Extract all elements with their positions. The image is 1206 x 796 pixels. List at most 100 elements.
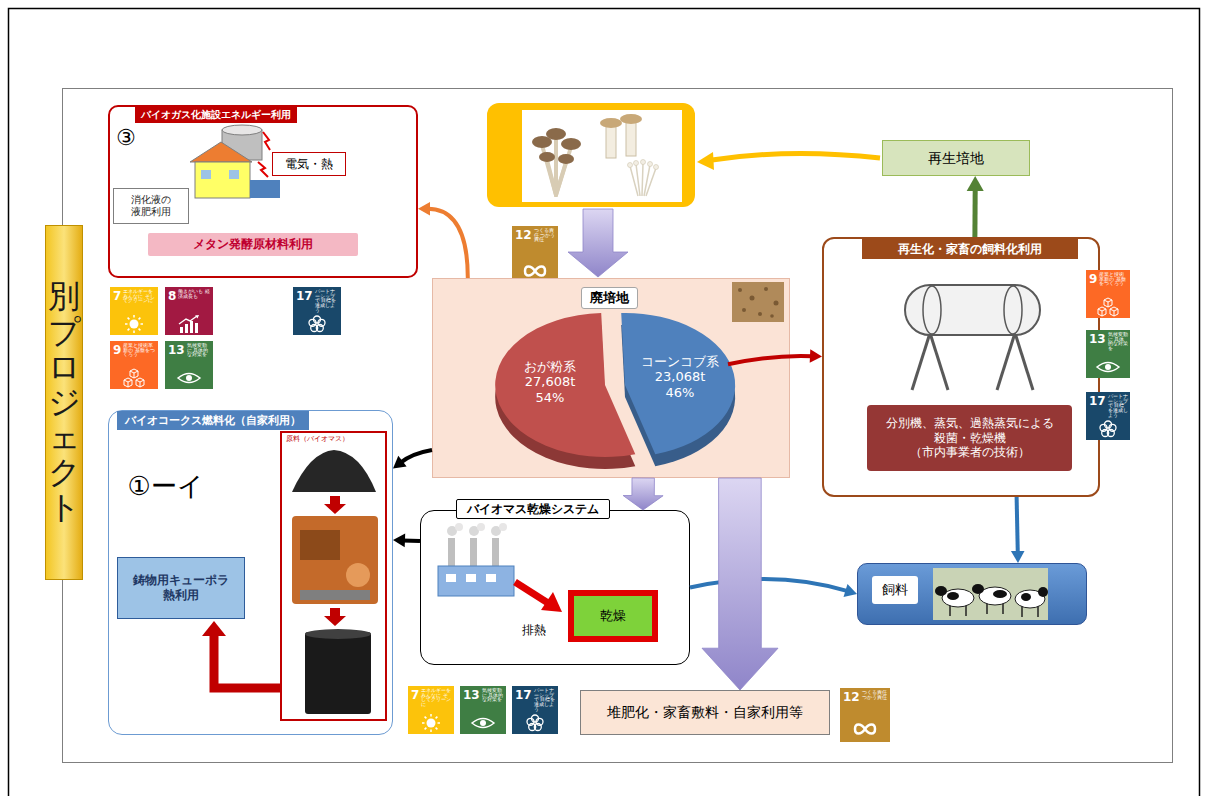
sdg-icon: 13気候変動に 具体的な対策を [1086, 330, 1130, 378]
sdg-emblems [124, 267, 1119, 734]
sawdust-photo [758, 312, 762, 316]
goal-number: 12 [515, 229, 532, 241]
goal-caption: パートナーシップで 目標を達成しよう [534, 689, 556, 713]
drying-machine [1015, 333, 1033, 390]
connector [967, 176, 984, 237]
goal-caption: パートナーシップで 目標を達成しよう [1108, 395, 1128, 419]
sdg-icon: 13気候変動に 具体的な対策を [460, 686, 506, 734]
inner-frame [63, 89, 1173, 763]
drying-machine [905, 285, 1040, 390]
sdg-icon: 17パートナーシップで 目標を達成しよう [293, 287, 341, 335]
box-heading: 廃培地 [581, 287, 638, 309]
cows-photo [1002, 603, 1004, 614]
goal-number: 13 [1089, 333, 1106, 345]
cows-photo [933, 568, 1048, 620]
biocoke-process-photos [300, 590, 370, 600]
pie-chart [495, 313, 735, 469]
drying-machine [923, 286, 941, 334]
cows-photo [972, 584, 984, 594]
biocoke-process-photos [292, 450, 376, 492]
heat-use-arrow [202, 621, 281, 688]
sdg-icon: 8働きがいも 経済成長も [165, 287, 213, 335]
waste-heat-arrow [515, 582, 548, 603]
process-box: 再生培地 [882, 140, 1030, 176]
output-box: 堆肥化・家畜敷料・自家利用等 [580, 690, 830, 735]
technology-box: 分別機、蒸気、過熱蒸気による 殺菌・乾燥機（市内事業者の技術） [867, 405, 1072, 471]
return-arrow [697, 152, 714, 170]
factory-illustration [448, 538, 455, 568]
connector [702, 478, 778, 690]
sawdust-photo [770, 314, 774, 318]
arrow-head [418, 202, 430, 216]
mushroom-photo [487, 103, 695, 207]
pie-slice: おが粉系27,608t54% [500, 350, 600, 414]
biogas-plant-illustration [190, 125, 280, 198]
node-text: 別プロジェクト [48, 279, 80, 525]
sdg-icon: 9産業と技術革新の 基盤をつくろう [1086, 270, 1130, 318]
cows-photo [933, 568, 1048, 620]
biogas-plant-illustration [195, 162, 250, 198]
mushroom-photo [630, 163, 656, 196]
return-arrow [712, 153, 880, 160]
goal-caption: 産業と技術革新の 基盤をつくろう [123, 344, 156, 358]
box-heading: 再生化・家畜の飼料化利用 [862, 239, 1078, 259]
biogas-plant-illustration [263, 132, 270, 150]
cows-photo [942, 589, 974, 607]
box-heading: バイオマス乾燥システム [456, 499, 610, 519]
factory-illustration [491, 526, 501, 536]
goal-number: 8 [168, 290, 176, 302]
cows-photo [1037, 606, 1039, 617]
sdg-icon: 12つくる責任 つかう責任 [840, 688, 890, 742]
sdg-icon: 9産業と技術革新の 基盤をつくろう [110, 341, 158, 389]
waste-panel: 廃培地おが粉系27,608t54%コーンコブ系23,068t46% [432, 278, 790, 478]
arrow-head [393, 456, 407, 469]
biogas-plant-illustration [222, 130, 262, 160]
mushroom-photo [556, 162, 566, 195]
biocoke-process-photos [324, 608, 346, 626]
sdg-icon: 7エネルギーをみんなに そしてクリーンに [110, 287, 158, 335]
cows-photo [965, 605, 967, 616]
waste-heat-arrow [515, 582, 562, 612]
mushroom-photo [642, 163, 643, 196]
sdg-icon: 17パートナーシップで 目標を達成しよう [512, 686, 558, 734]
heat-use-arrow [214, 634, 281, 688]
node-text: 46% [666, 385, 695, 401]
process-box: 乾燥 [568, 590, 658, 642]
goal-caption: つくる責任 つかう責任 [862, 691, 888, 700]
connector [393, 534, 420, 548]
node-text: おが粉系 [524, 359, 576, 375]
drying-machine [930, 333, 948, 390]
goal-caption: 気候変動に 具体的な対策を [482, 689, 504, 703]
heat-use-arrow [202, 621, 226, 636]
goal-number: 17 [515, 689, 532, 701]
factory-illustration [466, 574, 476, 582]
sdg-icon: 17パートナーシップで 目標を達成しよう [1086, 392, 1130, 440]
arrow-head [967, 176, 984, 191]
sdg-emblems [1098, 298, 1118, 316]
mushroom-photo [648, 162, 653, 167]
sawdust-photo [738, 288, 742, 292]
sawdust-photo [732, 282, 784, 322]
factory-illustration [455, 523, 463, 531]
material-band: メタン発酵原材料利用 [148, 233, 358, 256]
biocoke-process-photos [305, 629, 371, 639]
node-text: メタン発酵原材料利用 [193, 237, 313, 251]
feed-box: 飼料 [857, 563, 1087, 625]
connector [393, 450, 432, 469]
node-text: 鋳物用キューポラ 熱利用 [129, 573, 232, 602]
biocoke-process-photos [305, 632, 371, 714]
box-heading: 飼料 [872, 576, 918, 604]
callout-number: ①ーイ [128, 472, 204, 501]
mushroom-photo [522, 110, 682, 202]
sawdust-photo [750, 296, 755, 301]
biocoke-process-photos [346, 563, 370, 587]
return-arrow [697, 152, 880, 170]
node-text: 分別機、蒸気、過熱蒸気による 殺菌・乾燥機 [882, 416, 1057, 445]
goal-caption: エネルギーをみんなに そしてクリーンに [421, 689, 452, 708]
factory-illustration [470, 538, 477, 568]
goal-number: 9 [113, 344, 121, 356]
mushroom-photo [546, 128, 566, 140]
biocoke-process-photos [281, 432, 386, 720]
biogas-plant-illustration [250, 180, 280, 198]
cows-photo [986, 603, 988, 614]
